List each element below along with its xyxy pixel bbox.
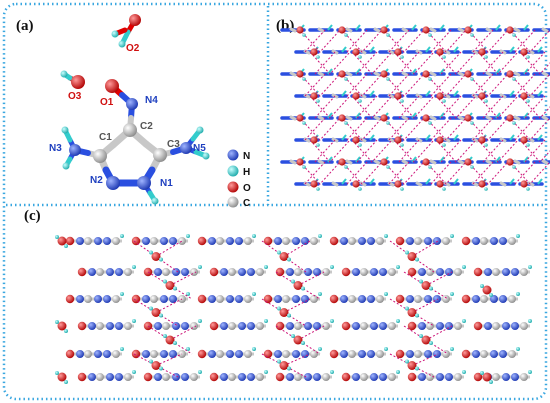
- label-n1: N1: [160, 178, 173, 189]
- label-o2: O2: [126, 43, 140, 54]
- atom-c1: [93, 149, 107, 163]
- label-o1: O1: [100, 97, 114, 108]
- atom-o3: [71, 75, 85, 89]
- panel-c-label: (c): [24, 208, 41, 224]
- atom-labels: O2 O3 O1 N4 C2 C1 C3 N3 N5 N2 N1: [49, 43, 206, 189]
- atom-c2: [123, 123, 137, 137]
- label-n2: N2: [90, 175, 103, 186]
- atom-o2: [129, 14, 141, 26]
- legend-item-h: H: [227, 165, 250, 178]
- svg-text:O: O: [243, 183, 251, 194]
- legend-item-c: C: [227, 196, 250, 209]
- label-c3: C3: [167, 139, 180, 150]
- panel-a-label: (a): [16, 18, 34, 34]
- label-c2: C2: [140, 121, 153, 132]
- label-o3: O3: [68, 91, 82, 102]
- panel-c: (c): [24, 208, 532, 384]
- legend-item-o: O: [227, 181, 251, 194]
- atom-o1: [105, 79, 119, 93]
- panel-b: (b): [276, 18, 550, 191]
- panel-a: (a): [16, 14, 251, 209]
- label-n3: N3: [49, 143, 62, 154]
- hbond-network-c: [55, 234, 532, 384]
- svg-text:C: C: [243, 198, 250, 209]
- atom-n2: [106, 176, 120, 190]
- molecule-atoms: [60, 14, 210, 205]
- legend-item-n: N: [227, 149, 250, 162]
- atom-n3: [69, 144, 81, 156]
- atom-n1: [137, 176, 151, 190]
- atom-n5: [180, 142, 192, 154]
- packing-view-b: [280, 24, 550, 191]
- label-c1: C1: [99, 132, 112, 143]
- atom-c3: [153, 148, 167, 162]
- svg-text:N: N: [243, 151, 250, 162]
- svg-text:H: H: [243, 167, 250, 178]
- label-n4: N4: [145, 95, 158, 106]
- element-legend: N H O C: [227, 149, 251, 209]
- label-n5: N5: [193, 143, 206, 154]
- atom-n4: [126, 98, 138, 110]
